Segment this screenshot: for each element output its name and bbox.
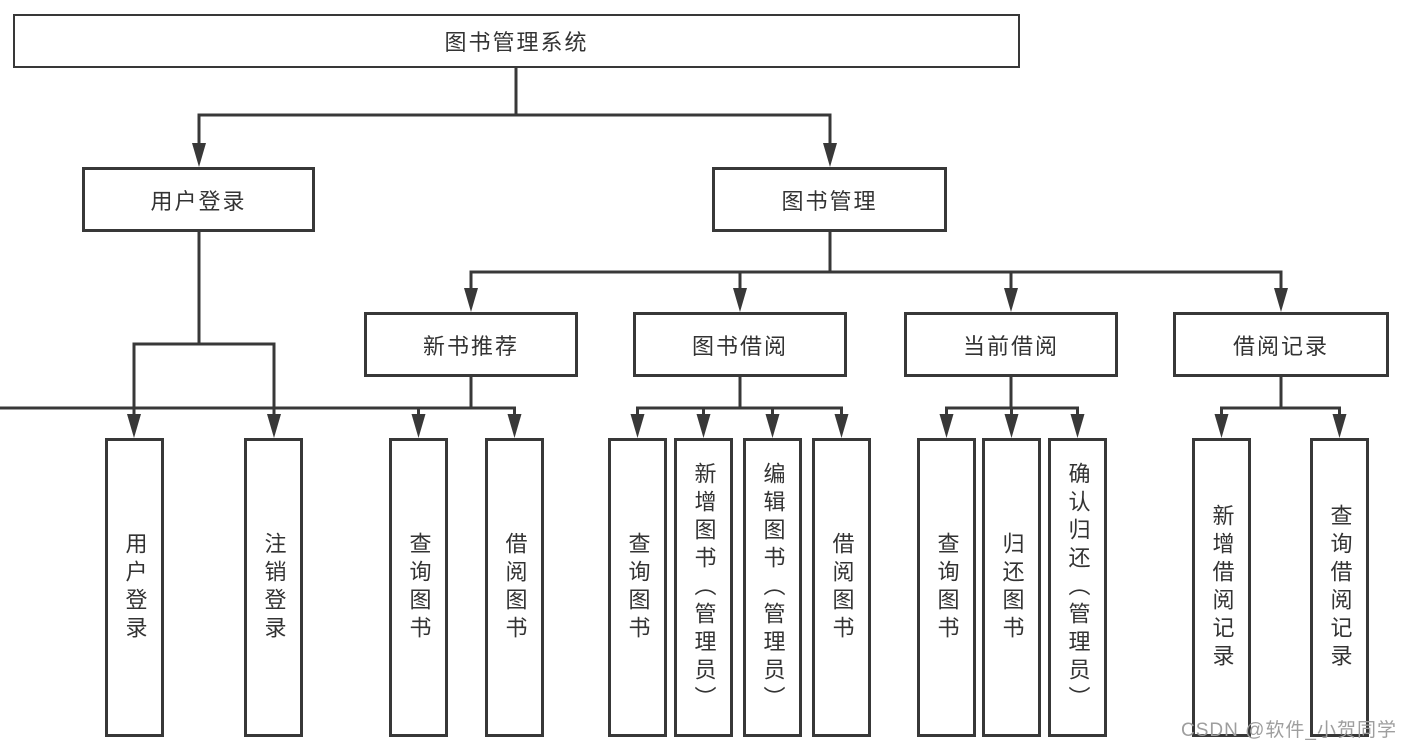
node-user-login-label: 用户登录 (150, 188, 247, 214)
leaf-query-borrow-record: 查询借阅记录 (1310, 438, 1369, 737)
leaf-query-books-borrow: 查询图书 (608, 438, 667, 737)
node-current-borrow-label: 当前借阅 (962, 333, 1059, 359)
leaf-add-books-admin-label: 新增图书（管理员） (691, 461, 717, 714)
leaf-borrow-books: 借阅图书 (812, 438, 871, 737)
node-borrow-records-label: 借阅记录 (1232, 333, 1329, 359)
leaf-query-books-recommend-label: 查询图书 (406, 531, 432, 644)
leaf-query-books-current-label: 查询图书 (934, 531, 960, 644)
leaf-logout: 注销登录 (244, 438, 303, 737)
node-user-login: 用户登录 (82, 167, 315, 232)
connector-book-borrow-children (630, 377, 849, 438)
connector-user-login-children (127, 232, 281, 438)
leaf-user-login-label: 用户登录 (122, 531, 148, 644)
node-library-management-system-label: 图书管理系统 (444, 30, 589, 55)
leaf-borrow-books-recommend-label: 借阅图书 (502, 531, 528, 644)
leaf-edit-books-admin-label: 编辑图书（管理员） (760, 461, 786, 714)
connector-book-management-children (464, 232, 1288, 312)
leaf-logout-label: 注销登录 (261, 531, 287, 644)
connector-new-book-recommend-children (0, 377, 522, 438)
node-new-book-recommend: 新书推荐 (364, 312, 578, 377)
connector-root-children (192, 68, 837, 167)
leaf-query-books-borrow-label: 查询图书 (625, 531, 651, 644)
leaf-borrow-books-recommend: 借阅图书 (485, 438, 544, 737)
node-borrow-records: 借阅记录 (1173, 312, 1389, 377)
leaf-edit-books-admin: 编辑图书（管理员） (743, 438, 802, 737)
leaf-query-borrow-record-label: 查询借阅记录 (1327, 503, 1353, 672)
leaf-query-books-current: 查询图书 (917, 438, 976, 737)
leaf-confirm-return-admin: 确认归还（管理员） (1048, 438, 1107, 737)
leaf-add-borrow-record: 新增借阅记录 (1192, 438, 1251, 737)
node-book-management-label: 图书管理 (781, 188, 878, 214)
leaf-user-login: 用户登录 (105, 438, 164, 737)
leaf-return-books-label: 归还图书 (999, 531, 1025, 644)
connector-borrow-records-children (1214, 377, 1347, 438)
node-library-management-system: 图书管理系统 (13, 14, 1020, 68)
node-current-borrow: 当前借阅 (904, 312, 1118, 377)
leaf-return-books: 归还图书 (982, 438, 1041, 737)
leaf-confirm-return-admin-label: 确认归还（管理员） (1065, 461, 1091, 714)
leaf-add-books-admin: 新增图书（管理员） (674, 438, 733, 737)
leaf-borrow-books-label: 借阅图书 (829, 531, 855, 644)
leaf-query-books-recommend: 查询图书 (389, 438, 448, 737)
node-new-book-recommend-label: 新书推荐 (422, 333, 519, 359)
node-book-borrow: 图书借阅 (633, 312, 847, 377)
leaf-add-borrow-record-label: 新增借阅记录 (1209, 503, 1235, 672)
connector-current-borrow-children (939, 377, 1085, 438)
watermark: CSDN @软件_小贺同学 (1181, 720, 1397, 741)
node-book-management: 图书管理 (712, 167, 947, 232)
node-book-borrow-label: 图书借阅 (691, 333, 788, 359)
